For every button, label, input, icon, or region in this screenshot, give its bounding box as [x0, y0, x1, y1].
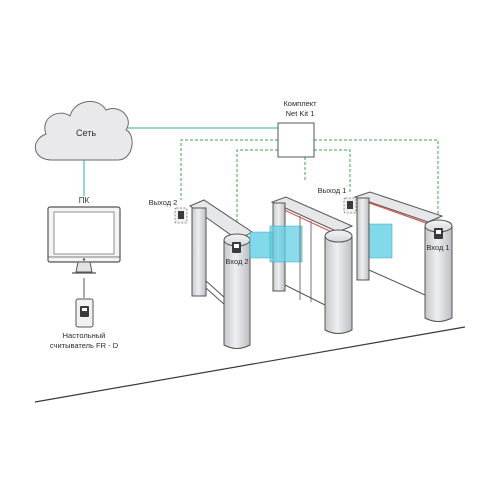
pc-label: ПК	[79, 196, 90, 205]
turnstile-right	[353, 191, 453, 322]
turnstile-left	[188, 199, 253, 349]
reader-label-line1: Настольный	[63, 331, 106, 340]
entry1-label: Вход 1	[426, 243, 449, 252]
monitor-icon	[47, 206, 121, 274]
entry2-label: Вход 2	[225, 257, 248, 266]
exit2-label: Выход 2	[149, 198, 178, 207]
reader-label-line2: считыватель FR - D	[50, 341, 119, 350]
exit2-reader-icon	[174, 207, 188, 224]
kit-label-line1: Комплект	[283, 99, 317, 108]
cloud-icon	[35, 101, 133, 161]
cloud-label: Сеть	[76, 128, 96, 138]
exit1-label: Выход 1	[318, 186, 347, 195]
control-wiring	[180, 139, 439, 232]
turnstile-middle	[269, 196, 354, 334]
card-reader-icon	[75, 298, 94, 328]
floor-line	[34, 326, 466, 403]
switch-box-icon	[277, 122, 315, 158]
glass-wing-left	[249, 231, 273, 259]
exit1-reader-icon	[343, 197, 357, 214]
kit-label-line2: Net Kit 1	[286, 109, 315, 118]
